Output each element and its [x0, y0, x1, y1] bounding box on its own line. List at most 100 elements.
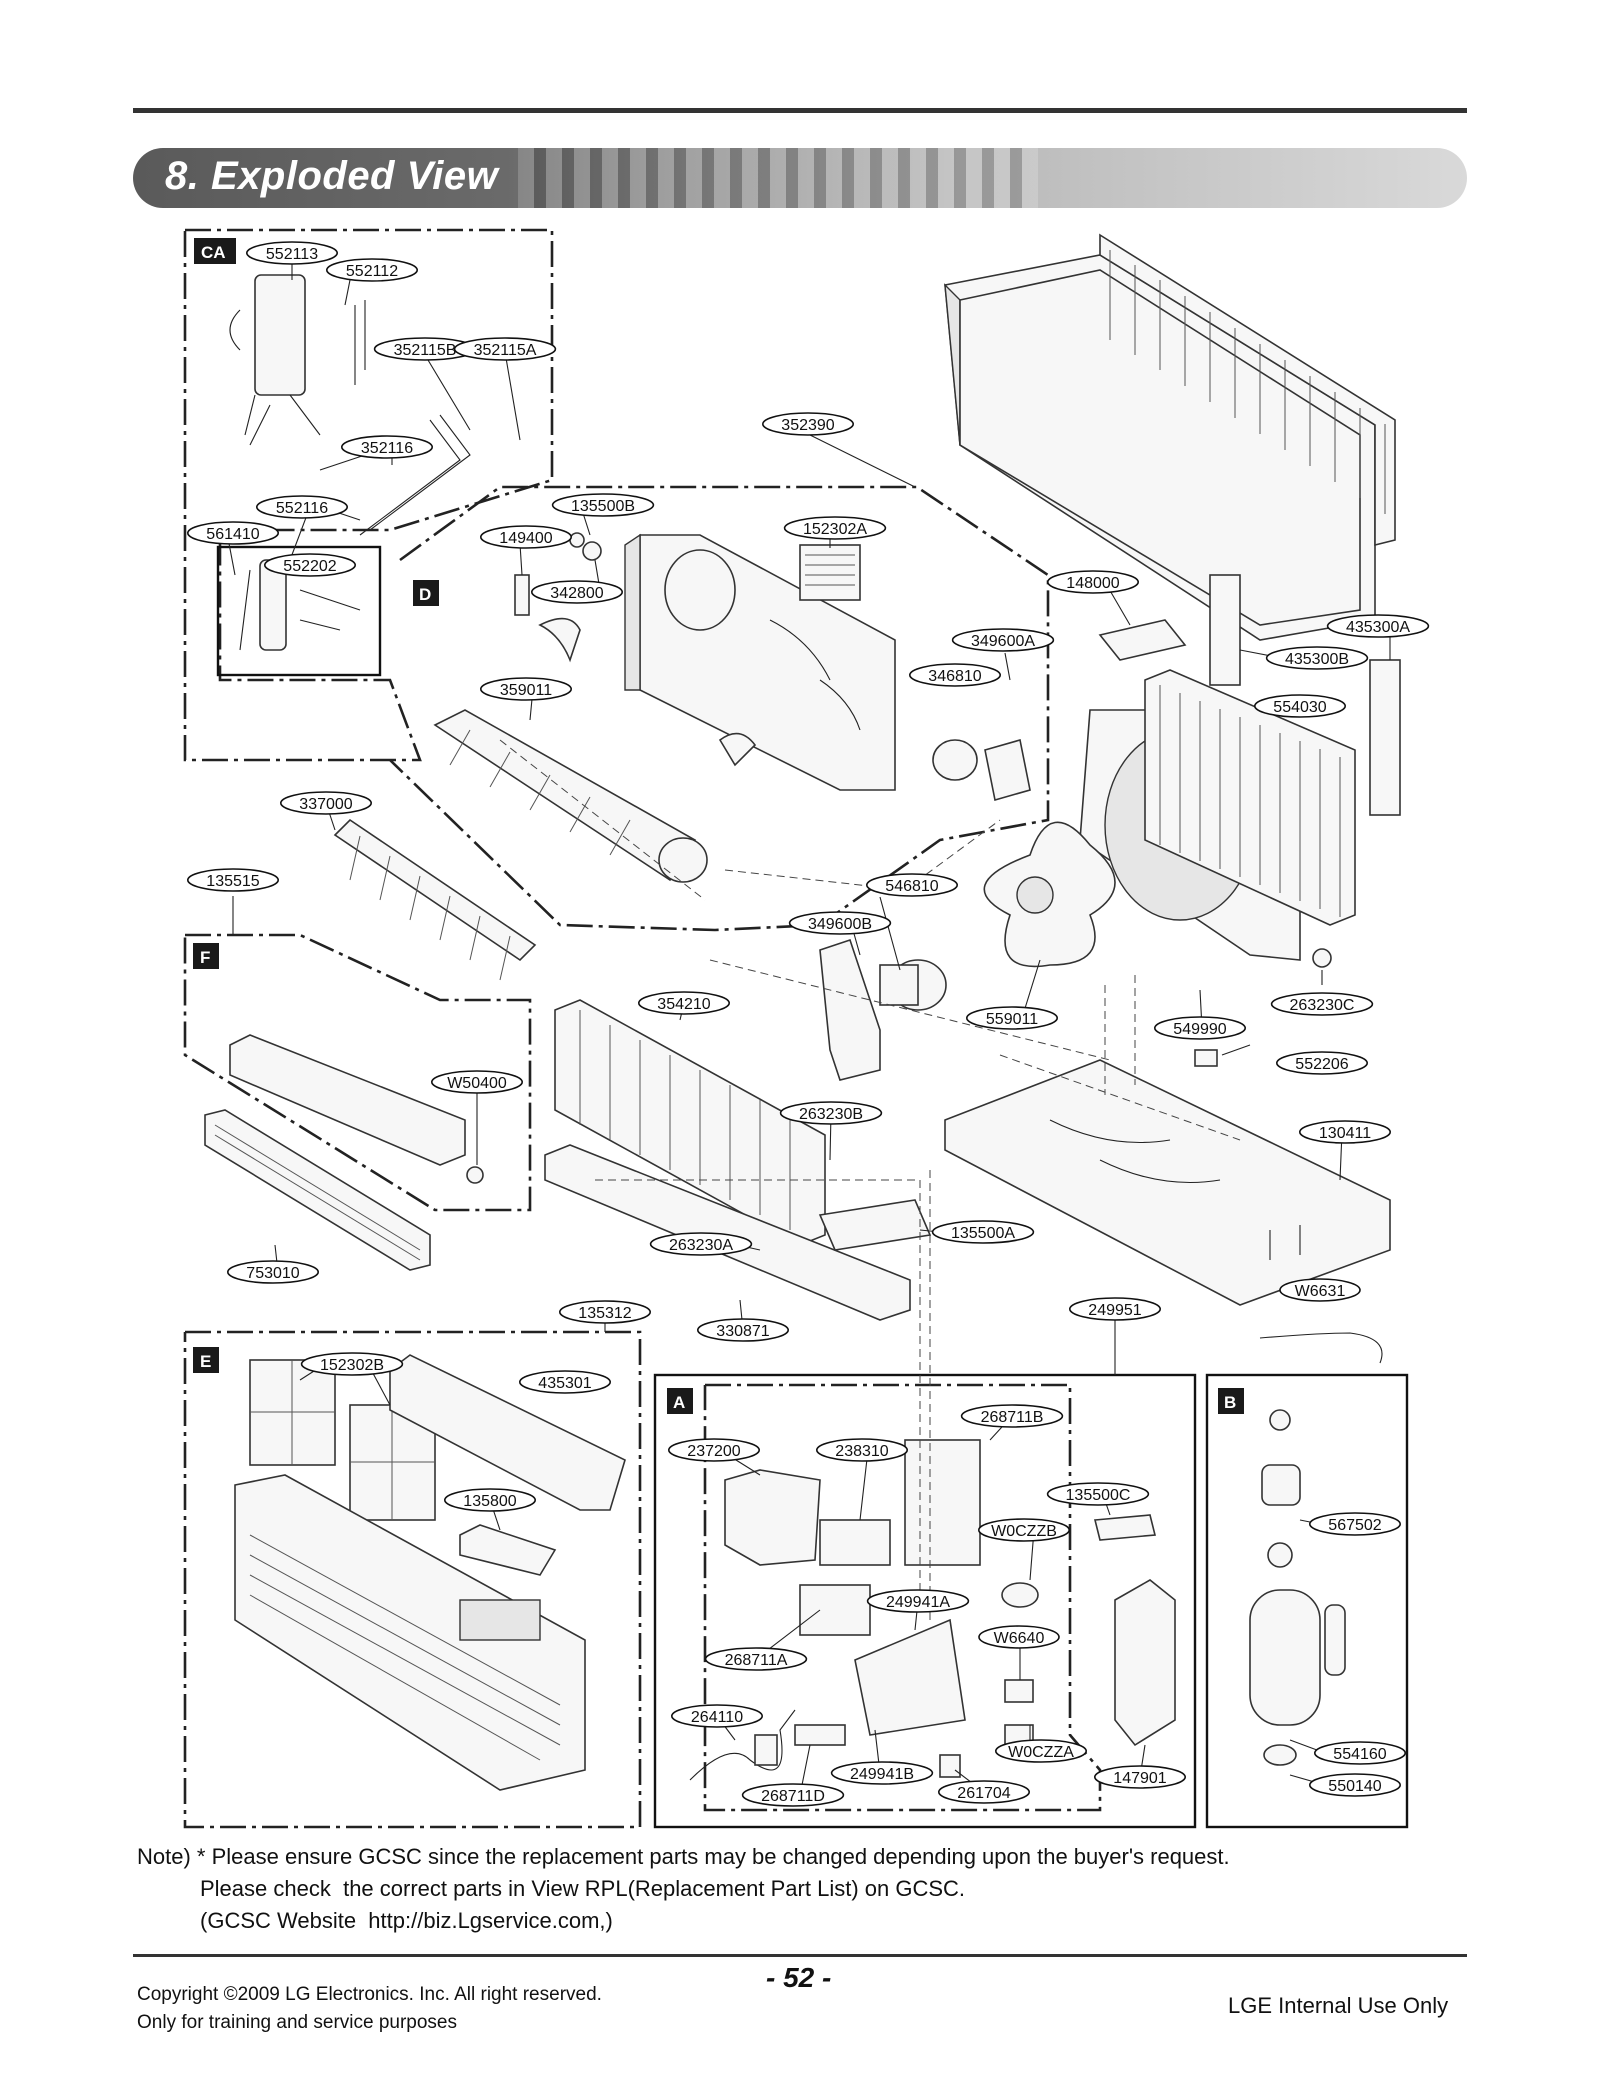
part-callout-label: 264110 [691, 1709, 743, 1726]
grille-152302a-part [799, 544, 861, 601]
banner-stripes [518, 148, 1038, 208]
section-e-boundary [183, 1330, 642, 1829]
panel-135800-part [459, 1524, 557, 1576]
part-callout-label: 352116 [361, 440, 413, 457]
part-callout-label: 263230A [669, 1237, 733, 1254]
section-label-ca: CA [194, 238, 236, 264]
footer-copyright: Copyright ©2009 LG Electronics. Inc. All… [137, 1984, 602, 2005]
pcb-268711a [799, 1584, 871, 1636]
part-135500b [569, 532, 585, 548]
part-clip-d [718, 732, 757, 767]
part-callout-label: W6640 [994, 1630, 1045, 1647]
control-box-237200 [724, 1469, 821, 1566]
part-callout-130411: 130411 [1299, 1120, 1392, 1144]
power-cord-264110 [689, 1709, 796, 1781]
part-callout-label: 148000 [1066, 575, 1119, 592]
part-callout-559011: 559011 [965, 1006, 1058, 1030]
part-callout-549990: 549990 [1154, 1016, 1247, 1040]
part-callout-label: 552202 [283, 558, 336, 575]
part-callout-label: 135312 [578, 1305, 631, 1322]
outer-case-part [944, 233, 1396, 641]
part-callout-349600a: 349600A [951, 628, 1055, 652]
part-callout-561410: 561410 [187, 521, 280, 545]
part-callout-label: 567502 [1328, 1517, 1381, 1534]
part-callout-330871: 330871 [696, 1318, 789, 1342]
svg-text:A: A [673, 1393, 685, 1412]
part-callout-552112: 552112 [325, 258, 418, 282]
part-callout-label: 268711B [981, 1409, 1044, 1426]
part-callout-label: 349600B [808, 916, 872, 933]
svg-text:E: E [200, 1352, 211, 1371]
part-callout-label: W0CZZB [991, 1523, 1057, 1540]
part-callout-359011: 359011 [479, 677, 572, 701]
drain-pan-part [544, 1144, 911, 1321]
motor-mount-part [819, 938, 881, 1081]
cable-w6631 [1259, 1332, 1383, 1364]
part-callout-268711d: 268711D [741, 1783, 845, 1807]
note-line-2: Please check the correct parts in View R… [200, 1876, 966, 1901]
grille-435301-part [389, 1354, 626, 1511]
part-callout-135500a: 135500A [931, 1220, 1035, 1244]
part-callout-352115b: 352115B [373, 337, 477, 361]
part-435300b [1209, 574, 1241, 686]
part-callout-w0czzb: W0CZZB [977, 1518, 1070, 1542]
footer-training: Only for training and service purposes [137, 2012, 457, 2033]
part-342800 [582, 541, 602, 561]
part-callout-152302a: 152302A [783, 516, 887, 540]
condenser-coil-part [1144, 669, 1356, 926]
part-callout-label: 554160 [1333, 1746, 1386, 1763]
part-callout-135500c: 135500C [1046, 1482, 1150, 1506]
part-w50400 [466, 1166, 484, 1184]
part-callout-147901: 147901 [1094, 1765, 1187, 1789]
part-callout-352116: 352116 [340, 435, 433, 459]
part-callout-263230a: 263230A [649, 1232, 753, 1256]
part-callout-label: 346810 [928, 668, 981, 685]
part-callout-753010: 753010 [227, 1260, 320, 1284]
guard-337000-part [333, 818, 537, 981]
section-label-b: B [1218, 1388, 1244, 1414]
part-callout-label: 435300B [1285, 651, 1349, 668]
part-callout-label: 546810 [885, 878, 938, 895]
evaporator-tube-assembly-part [229, 274, 471, 536]
part-callout-261704: 261704 [937, 1780, 1030, 1804]
part-callout-label: 342800 [550, 585, 603, 602]
part-callout-label: 237200 [687, 1443, 740, 1460]
part-callout-label: 263230B [799, 1106, 863, 1123]
part-callout-552116: 552116 [255, 495, 348, 519]
part-callout-263230b: 263230B [779, 1101, 883, 1125]
part-callout-label: 135800 [463, 1493, 516, 1510]
propeller-fan-part [983, 821, 1116, 968]
svg-text:CA: CA [201, 243, 226, 262]
part-callout-152302b: 152302B [300, 1352, 404, 1376]
part-callout-546810: 546810 [865, 873, 958, 897]
front-panel-part [234, 1474, 586, 1791]
part-callout-label: 352115B [394, 342, 457, 359]
capacitor-w0czzb [1001, 1582, 1039, 1608]
part-261704 [939, 1754, 961, 1778]
filter-left-grid [250, 1360, 335, 1465]
part-callout-249951: 249951 [1069, 1297, 1162, 1321]
blower-motor-part [932, 738, 1031, 802]
part-callout-label: 552206 [1295, 1056, 1348, 1073]
part-callout-349600b: 349600B [788, 911, 892, 935]
part-callout-label: 135500C [1066, 1487, 1131, 1504]
section-label-a: A [667, 1388, 693, 1414]
part-callout-w6631: W6631 [1279, 1278, 1361, 1302]
section-d-boundary [389, 485, 1050, 932]
footer-internal: LGE Internal Use Only [1228, 1993, 1449, 2018]
accumulator-part [239, 559, 361, 651]
part-callout-567502: 567502 [1309, 1512, 1402, 1536]
display-238310 [819, 1519, 891, 1566]
part-callout-249941a: 249941A [866, 1589, 970, 1613]
part-148000 [1098, 619, 1187, 661]
part-callout-label: W0CZZA [1008, 1744, 1074, 1761]
section-ca-subbox [216, 545, 382, 677]
part-callout-552113: 552113 [246, 241, 339, 265]
heater-housing-part [229, 1034, 466, 1166]
exploded-view-diagram: CA D F E A B [183, 228, 1430, 1829]
part-callout-135500b: 135500B [551, 493, 655, 517]
cross-flow-fan-part [433, 709, 708, 883]
part-callout-135800: 135800 [443, 1488, 536, 1512]
part-callout-label: 552113 [266, 246, 318, 263]
part-callout-label: 249941A [886, 1594, 950, 1611]
